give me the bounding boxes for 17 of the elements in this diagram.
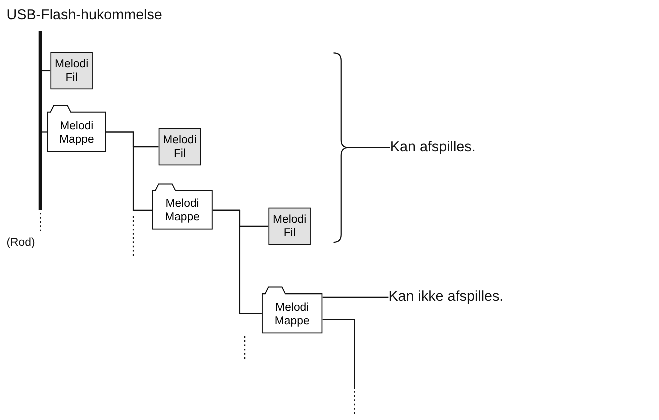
file-box: Melodi Fil xyxy=(268,208,311,246)
leader-line xyxy=(322,296,389,298)
leader-line xyxy=(348,147,390,148)
tree-line xyxy=(42,132,48,133)
bracket xyxy=(334,52,349,244)
folder: Melodi Mappe xyxy=(152,183,213,230)
tree-line xyxy=(106,132,152,211)
note-text: Kan ikke afspilles. xyxy=(388,288,504,306)
tree-line xyxy=(212,210,262,314)
folder: Melodi Mappe xyxy=(47,104,106,152)
note-text: Kan afspilles. xyxy=(390,138,476,156)
root-caption: (Rod) xyxy=(6,236,36,248)
file-box: Melodi Fil xyxy=(50,52,93,90)
folder: Melodi Mappe xyxy=(262,286,323,334)
file-box: Melodi Fil xyxy=(158,128,202,166)
tree-line xyxy=(322,319,356,390)
title: USB-Flash-hukommelse xyxy=(6,6,162,24)
